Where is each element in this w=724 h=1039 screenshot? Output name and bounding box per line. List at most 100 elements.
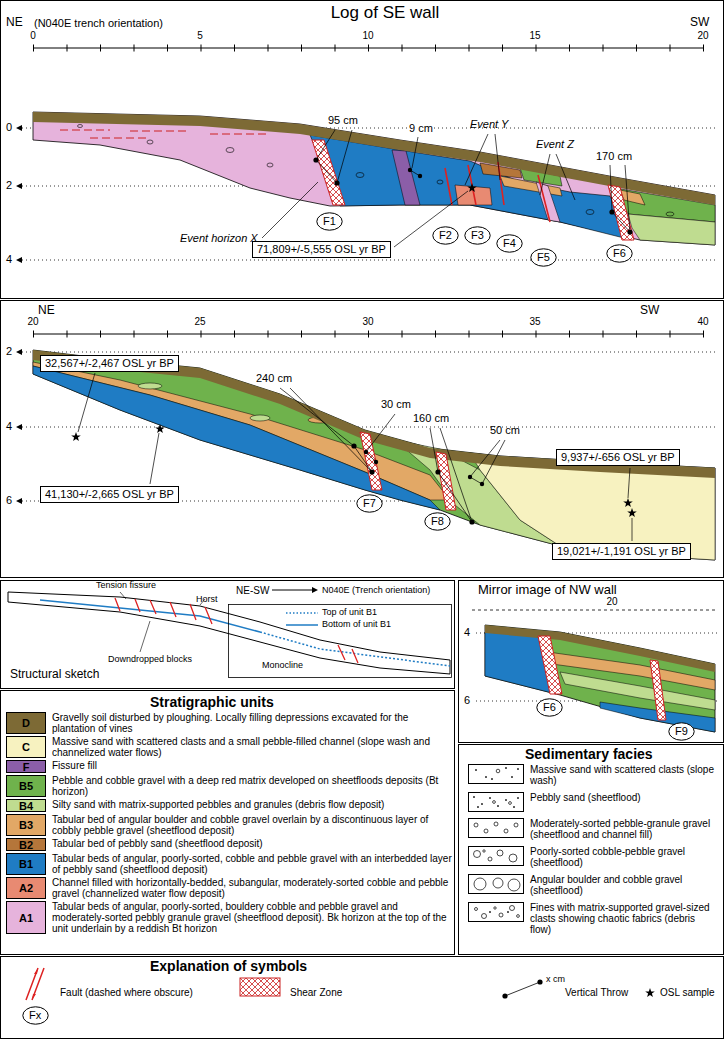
node-text: F4 bbox=[503, 237, 516, 250]
unit-code: F bbox=[23, 760, 30, 773]
annotation-label: Structural sketch bbox=[10, 668, 99, 682]
legend-text: Massive sand with scattered clasts (slop… bbox=[530, 764, 718, 786]
legend-text: Moderately-sorted pebble-granule gravel … bbox=[530, 818, 718, 840]
legend-text: Fines with matrix-supported gravel-sized… bbox=[530, 902, 718, 935]
legend-text: Silty sand with matrix-supported pebbles… bbox=[52, 799, 452, 810]
fault-label: F4 bbox=[496, 234, 523, 253]
annotation-label: 30 bbox=[362, 316, 373, 328]
legend-text: Tabular bed of angular boulder and cobbl… bbox=[52, 814, 452, 836]
osl-date-box: 32,567+/-2,467 OSL yr BP bbox=[40, 355, 179, 372]
node-text: F6 bbox=[543, 701, 556, 714]
node-text: Fx bbox=[29, 1009, 41, 1022]
annotation-label: 170 cm bbox=[596, 150, 632, 163]
unit-code: B4 bbox=[19, 799, 33, 812]
fault-label: F8 bbox=[424, 512, 451, 531]
facies-sample bbox=[468, 846, 524, 870]
legend-text: Poorly-sorted cobble-pebble gravel (shee… bbox=[530, 846, 718, 868]
annotation-label: 6 bbox=[6, 494, 12, 507]
diagram-title: Log of SE wall bbox=[285, 3, 485, 23]
legend-text: Angular boulder and cobble gravel (sheet… bbox=[530, 874, 718, 896]
osl-date-box: 19,021+/-1,191 OSL yr BP bbox=[552, 543, 691, 560]
annotation-label: NE-SW bbox=[236, 585, 269, 597]
node-text: F3 bbox=[471, 229, 484, 242]
facies-sample bbox=[468, 792, 524, 816]
osl-date-box: 41,130+/-2,665 OSL yr BP bbox=[40, 486, 179, 503]
node-text: F1 bbox=[323, 215, 336, 228]
annotation-label: x cm bbox=[546, 974, 565, 984]
node-text: 71,809+/-5,555 OSL yr BP bbox=[257, 243, 386, 256]
osl-date-box: 71,809+/-5,555 OSL yr BP bbox=[252, 241, 391, 258]
annotation-label: 0 bbox=[30, 30, 36, 42]
annotation-label: SW bbox=[690, 16, 709, 30]
facies-sample bbox=[468, 902, 524, 926]
node-text: F5 bbox=[537, 251, 550, 264]
node-text: F2 bbox=[439, 229, 452, 242]
node-text: 41,130+/-2,665 OSL yr BP bbox=[45, 488, 174, 501]
unit-code: B3 bbox=[19, 819, 33, 832]
annotation-label: Horst bbox=[196, 594, 218, 604]
legend-text: Shear Zone bbox=[290, 987, 342, 998]
node-text: 19,021+/-1,191 OSL yr BP bbox=[557, 545, 686, 558]
legend-text: Gravelly soil disturbed by ploughing. Lo… bbox=[52, 712, 452, 734]
legend-text: Tabular beds of angular, poorly-sorted, … bbox=[52, 901, 452, 934]
annotation-label: Downdropped blocks bbox=[108, 654, 192, 664]
fault-label: F2 bbox=[432, 226, 459, 245]
annotation-label: NE bbox=[38, 304, 55, 318]
legend-text: OSL sample bbox=[660, 987, 715, 998]
fault-label: F6 bbox=[606, 244, 633, 263]
facies-pattern bbox=[468, 764, 524, 784]
annotation-label: 10 bbox=[362, 30, 373, 42]
node-text: F7 bbox=[363, 497, 376, 510]
annotation-label: 2 bbox=[6, 345, 12, 358]
annotation-label: Sedimentary facies bbox=[525, 746, 653, 762]
legend-text: Massive sand with scattered clasts and a… bbox=[52, 736, 452, 758]
fault-label: F6 bbox=[536, 698, 563, 717]
annotation-label: 25 bbox=[194, 316, 205, 328]
node-text: 32,567+/-2,467 OSL yr BP bbox=[45, 357, 174, 370]
annotation-label: Event Z bbox=[536, 138, 574, 151]
node-text: F6 bbox=[613, 247, 626, 260]
legend-text: Fissure fill bbox=[52, 760, 452, 771]
node-text: F8 bbox=[431, 515, 444, 528]
unit-code: A2 bbox=[19, 882, 33, 895]
facies-pattern bbox=[468, 902, 524, 922]
osl-date-box: 9,937+/-656 OSL yr BP bbox=[556, 449, 680, 466]
facies-pattern bbox=[468, 846, 524, 866]
annotation-label: (N040E trench orientation) bbox=[34, 17, 163, 30]
annotation-label: N040E (Trench orientation) bbox=[322, 585, 430, 595]
facies-pattern bbox=[468, 818, 524, 838]
fault-label: F9 bbox=[668, 722, 695, 741]
annotation-label: 4 bbox=[6, 253, 12, 266]
facies-sample bbox=[468, 764, 524, 788]
annotation-label: 20 bbox=[606, 596, 617, 608]
annotation-label: 240 cm bbox=[256, 372, 292, 385]
legend-text: Tabular beds of angular, poorly-sorted, … bbox=[52, 853, 452, 875]
annotation-label: Tension fissure bbox=[96, 580, 156, 590]
annotation-label: 40 bbox=[697, 316, 708, 328]
facies-sample bbox=[468, 874, 524, 898]
unit-code: D bbox=[22, 717, 30, 730]
unit-code: B1 bbox=[19, 858, 33, 871]
annotation-label: 2 bbox=[6, 179, 12, 192]
legend-text: Tabular bed of pebbly sand (sheetflood d… bbox=[52, 838, 452, 849]
annotation-label: Event horizon X bbox=[180, 232, 258, 245]
annotation-label: 0 bbox=[6, 121, 12, 134]
annotation-label: 30 cm bbox=[381, 398, 411, 411]
annotation-label: 20 bbox=[27, 316, 38, 328]
annotation-label: Stratigraphic units bbox=[150, 694, 274, 710]
node-text: 9,937+/-656 OSL yr BP bbox=[561, 451, 675, 464]
annotation-label: 9 cm bbox=[408, 122, 434, 135]
legend-text: Pebble and cobble gravel with a deep red… bbox=[52, 775, 452, 797]
annotation-label: 35 bbox=[529, 316, 540, 328]
legend-text: Pebbly sand (sheetflood) bbox=[530, 792, 718, 803]
unit-code: C bbox=[22, 741, 30, 754]
node-text: F9 bbox=[675, 725, 688, 738]
annotation-label: Event Y bbox=[470, 118, 508, 131]
annotation-label: Explanation of symbols bbox=[150, 958, 307, 974]
unit-code: B5 bbox=[19, 780, 33, 793]
annotation-label: 160 cm bbox=[413, 412, 449, 425]
fault-label: F5 bbox=[530, 248, 557, 267]
annotation-label: 5 bbox=[197, 30, 203, 42]
annotation-label: 4 bbox=[464, 626, 470, 639]
